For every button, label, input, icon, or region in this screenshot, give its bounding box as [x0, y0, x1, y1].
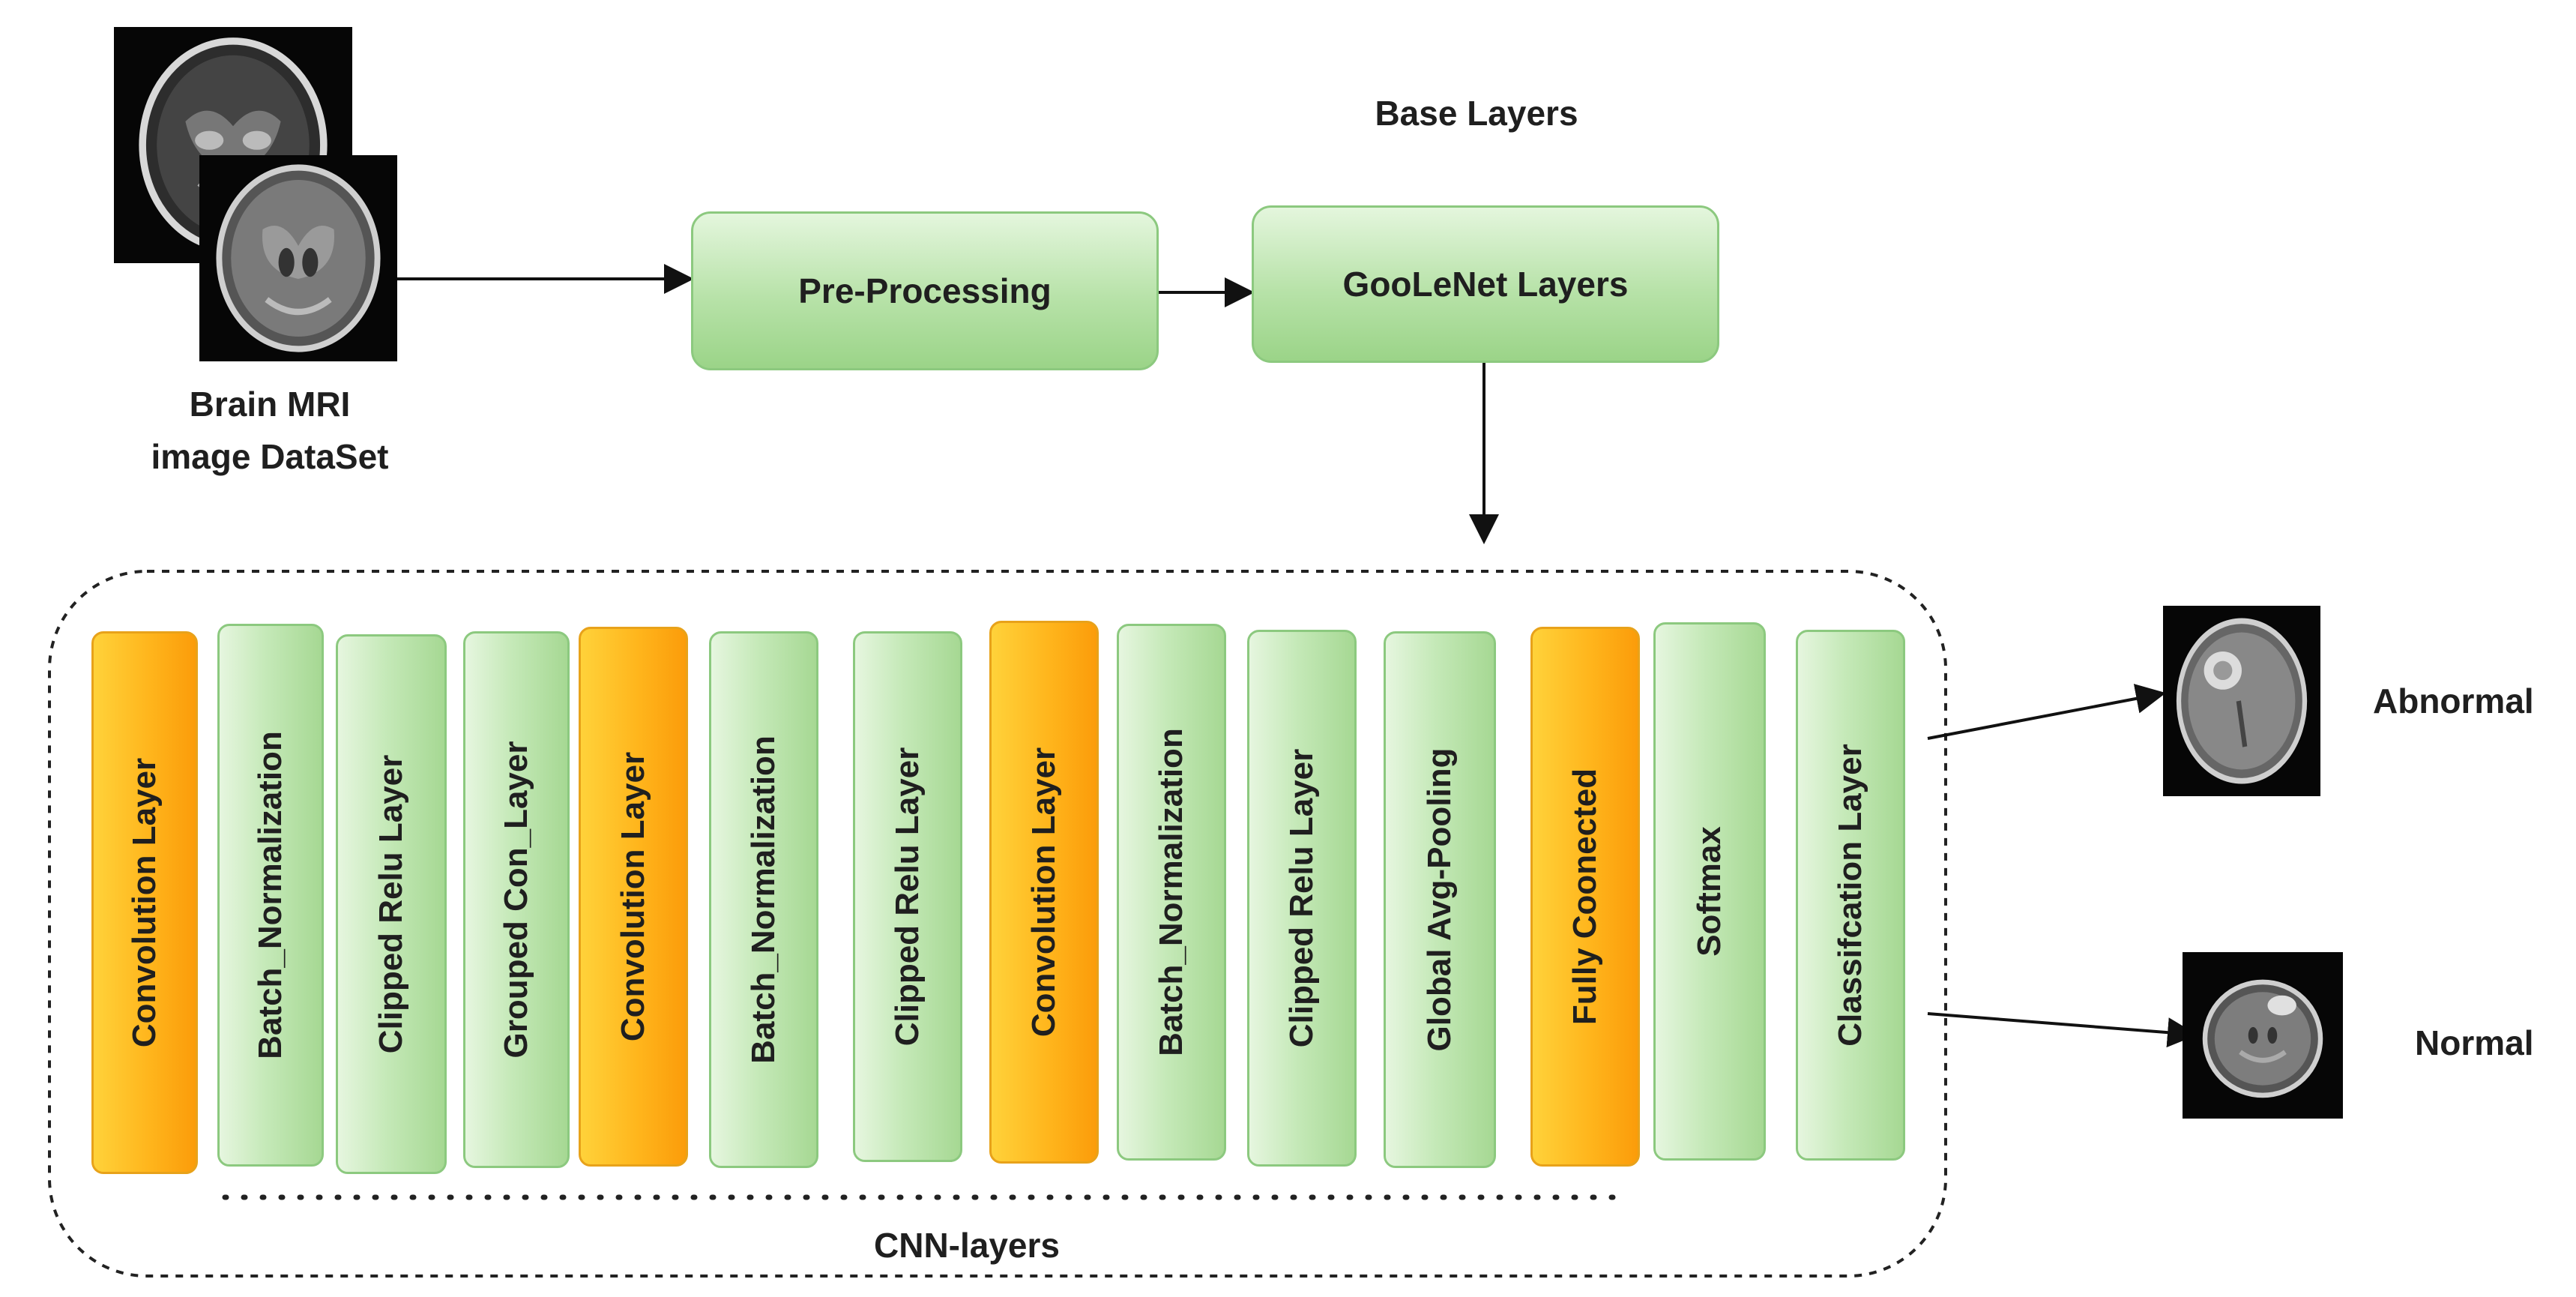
output-abnormal-label: Abnormal — [2373, 681, 2534, 720]
mri-output-abnormal — [2163, 606, 2320, 796]
layer-clipped-relu-2: Clipped Relu Layer — [853, 631, 962, 1162]
base-layers-label: Base Layers — [1375, 94, 1578, 133]
arrow-cnn-to-abnormal — [1927, 684, 2166, 740]
layer-clipped-relu-1: Clipped Relu Layer — [336, 634, 447, 1174]
layer-batch-normalization-3: Batch_Normalization — [1117, 624, 1226, 1161]
dataset-label-line2: image DataSet — [151, 437, 389, 476]
layer-grouped-convolution: Grouped Con_Layer — [463, 631, 570, 1168]
layer-classification: Classifcation Layer — [1796, 630, 1905, 1161]
output-normal-label: Normal — [2415, 1023, 2534, 1062]
cnn-layers-label: CNN-layers — [874, 1226, 1060, 1265]
layer-clipped-relu-3: Clipped Relu Layer — [1247, 630, 1357, 1167]
layer-batch-normalization-2: Batch_Normalization — [709, 631, 818, 1168]
mri-output-normal — [2183, 952, 2343, 1119]
mri-image-axial-front — [199, 155, 397, 361]
layer-softmax: Softmax — [1653, 622, 1766, 1161]
dataset-label-line1: Brain MRI — [189, 385, 351, 424]
arrow-cnn-to-normal — [1927, 1012, 2198, 1048]
layer-fully-connected: Fully Coonected — [1530, 627, 1640, 1167]
layer-batch-normalization-1: Batch_Normalization — [217, 624, 324, 1167]
preprocessing-box: Pre-Processing — [691, 211, 1159, 370]
layer-convolution-2: Convolution Layer — [579, 627, 688, 1167]
preprocessing-label: Pre-Processing — [798, 271, 1052, 310]
googlenet-layers-label: GooLeNet Layers — [1342, 265, 1629, 304]
layer-convolution-3: Convolution Layer — [989, 621, 1099, 1164]
googlenet-layers-box: GooLeNet Layers — [1252, 205, 1719, 363]
layer-convolution-1: Convolution Layer — [91, 631, 198, 1174]
layer-global-avg-pooling: Global Avg-Pooling — [1384, 631, 1496, 1168]
